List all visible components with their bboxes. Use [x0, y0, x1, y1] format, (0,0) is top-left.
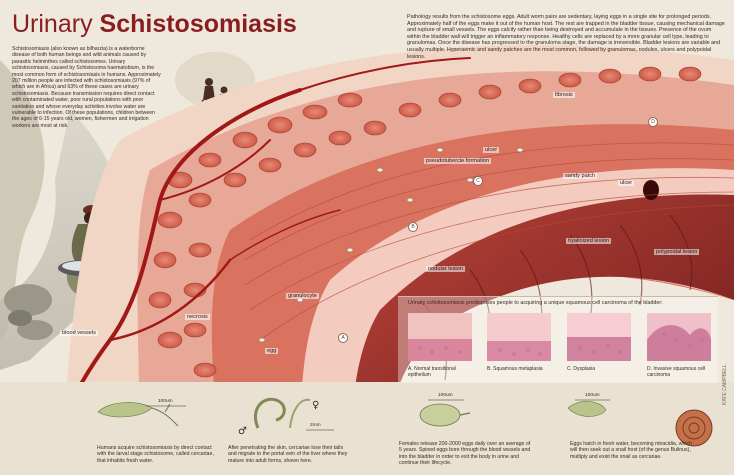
label-ulcer-2: ulcer	[618, 180, 635, 186]
label-nodular: nodular lesion	[426, 266, 465, 272]
carcinoma-panel	[398, 296, 718, 383]
label-fibrosis: fibrosis	[553, 92, 575, 98]
pathology-paragraph: Pathology results from the schistosome e…	[407, 14, 725, 60]
carcinoma-stage-a: A. Normal transitional epithelium	[408, 366, 456, 378]
scale-label-2: 2mm	[310, 423, 321, 428]
miracidium-illustration	[567, 401, 607, 417]
lifecycle-step-1: Humans acquire schistosomiasis by direct…	[97, 445, 214, 464]
river-bank	[0, 60, 45, 340]
female-symbol-icon: ♀	[312, 400, 320, 411]
marker-d: D	[648, 117, 658, 127]
lifecycle-strip	[0, 382, 734, 475]
male-symbol-icon: ♂	[238, 426, 247, 437]
lifecycle-step-2: After penetrating the skin, cercariae lo…	[228, 445, 348, 464]
label-granulocyte: granulocyte	[286, 293, 319, 299]
ulcer-crater	[643, 180, 659, 200]
label-blood-vessels: blood vessels	[60, 330, 98, 336]
label-sandy-patch: sandy patch	[563, 173, 598, 179]
scale-label-1: 100um	[158, 399, 173, 404]
tile-nuclei	[418, 332, 704, 356]
marker-a: A	[338, 333, 348, 343]
marker-c: C	[473, 176, 483, 186]
scale-bars	[146, 399, 610, 431]
label-hyalinized: hyalinized lesion	[566, 238, 612, 244]
bladder-lumen	[350, 194, 734, 475]
carcinoma-stage-c: C. Dysplasia	[567, 366, 596, 372]
label-polypoidal: polypoidal lesion	[654, 249, 700, 255]
label-necrosis: necrosis	[185, 314, 210, 320]
label-pseudotubercle: pseudotubercle formation	[424, 158, 492, 164]
lifecycle-step-4: Eggs hatch in fresh water, becoming mira…	[570, 441, 692, 460]
rocks	[4, 284, 53, 340]
carcinoma-stage-b: B. Squamous metaplasia	[487, 366, 543, 372]
label-egg: egg	[265, 348, 279, 354]
title-light: Urinary	[12, 10, 93, 38]
scale-label-4: 100um	[585, 393, 600, 398]
page-title: Urinary Schistosomiasis	[12, 10, 297, 38]
scale-label-3: 100um	[438, 393, 453, 398]
adult-worms-illustration	[253, 397, 311, 429]
intro-paragraph: Schistosomiasis (also known as bilharzia…	[12, 46, 161, 129]
cercaria-illustration	[97, 402, 179, 427]
marker-b: B	[408, 222, 418, 232]
carcinoma-title: Urinary schistosomiasis predisposes peop…	[408, 300, 663, 306]
artist-credit: KATE CAMPBELL	[722, 364, 728, 405]
title-bold: Schistosomiasis	[99, 10, 297, 38]
spined-egg-illustration	[419, 403, 461, 427]
egg-spine	[459, 412, 471, 416]
snail-illustration	[675, 409, 713, 447]
carcinoma-stage-d: D. Invasive squamous cell carcinoma	[647, 366, 706, 378]
label-ulcer-1: ulcer	[483, 147, 500, 153]
lifecycle-step-3: Females release 200-2000 eggs daily over…	[399, 441, 531, 467]
